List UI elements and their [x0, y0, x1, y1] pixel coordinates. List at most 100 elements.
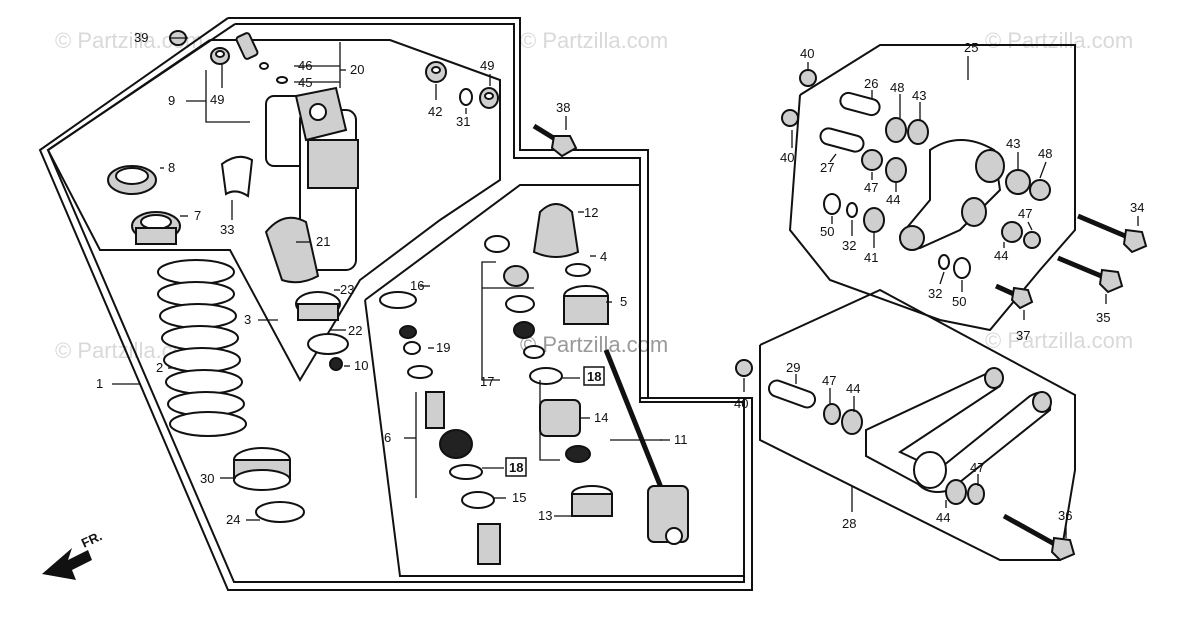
callout-34[interactable]: 34	[1130, 200, 1144, 215]
callout-5[interactable]: 5	[620, 294, 627, 309]
callout-15[interactable]: 15	[512, 490, 526, 505]
callout-41[interactable]: 41	[864, 250, 878, 265]
callout-38[interactable]: 38	[556, 100, 570, 115]
callout-26[interactable]: 26	[864, 76, 878, 91]
callout-49[interactable]: 49	[480, 58, 494, 73]
callout-32[interactable]: 32	[842, 238, 856, 253]
callout-50[interactable]: 50	[952, 294, 966, 309]
callout-18[interactable]: 18	[509, 460, 523, 475]
callout-40[interactable]: 40	[734, 396, 748, 411]
callout-40[interactable]: 40	[800, 46, 814, 61]
snap-ring-22-icon	[307, 333, 349, 355]
callout-2[interactable]: 2	[156, 360, 163, 375]
callout-33[interactable]: 33	[220, 222, 234, 237]
callout-44[interactable]: 44	[936, 510, 950, 525]
callout-47[interactable]: 47	[1018, 206, 1032, 221]
collar-15-icon	[461, 491, 495, 509]
callout-4[interactable]: 4	[600, 249, 607, 264]
callout-30[interactable]: 30	[200, 471, 214, 486]
boxed-callout-frame	[583, 366, 605, 386]
collar-27-icon	[819, 127, 865, 153]
callout-37[interactable]: 37	[1016, 328, 1030, 343]
callout-44[interactable]: 44	[846, 381, 860, 396]
callout-44[interactable]: 44	[886, 192, 900, 207]
direction-label: FR.	[79, 528, 104, 550]
connecting-rod-frame	[759, 288, 1076, 561]
callout-47[interactable]: 47	[970, 460, 984, 475]
callout-49[interactable]: 49	[210, 92, 224, 107]
callout-8[interactable]: 8	[168, 160, 175, 175]
callout-48[interactable]: 48	[1038, 146, 1052, 161]
callout-42[interactable]: 42	[428, 104, 442, 119]
callout-11[interactable]: 11	[674, 432, 688, 447]
callout-7[interactable]: 7	[194, 208, 201, 223]
washer-stack-17-icon	[484, 235, 545, 359]
callout-47[interactable]: 47	[822, 373, 836, 388]
damper-rod-11-icon	[603, 349, 689, 545]
damper-rod-subframe	[364, 184, 745, 577]
watermark: © Partzilla.com	[985, 28, 1133, 53]
adjuster-7-icon	[131, 211, 181, 245]
callout-9[interactable]: 9	[168, 93, 175, 108]
washer-19-icon	[399, 325, 433, 379]
bearing-icon	[823, 403, 985, 505]
callout-12[interactable]: 12	[584, 205, 598, 220]
callout-10[interactable]: 10	[354, 358, 368, 373]
callout-35[interactable]: 35	[1096, 310, 1110, 325]
collar-26-icon	[839, 91, 881, 117]
snap-ring-16-icon	[379, 291, 417, 309]
bearing-icon	[861, 117, 1051, 249]
callout-44[interactable]: 44	[994, 248, 1008, 263]
callout-32[interactable]: 32	[928, 286, 942, 301]
callout-43[interactable]: 43	[1006, 136, 1020, 151]
callout-1[interactable]: 1	[96, 376, 103, 391]
callout-19[interactable]: 19	[436, 340, 450, 355]
callout-6[interactable]: 6	[384, 430, 391, 445]
callout-13[interactable]: 13	[538, 508, 552, 523]
callout-43[interactable]: 43	[912, 88, 926, 103]
callout-48[interactable]: 48	[890, 80, 904, 95]
callout-28[interactable]: 28	[842, 516, 856, 531]
callout-23[interactable]: 23	[340, 282, 354, 297]
callout-47[interactable]: 47	[864, 180, 878, 195]
bump-rubber-12-icon	[532, 203, 580, 258]
callout-18[interactable]: 18	[587, 369, 601, 384]
cap-5-icon	[563, 285, 609, 325]
front-direction-arrow-icon	[42, 548, 92, 580]
callout-17[interactable]: 17	[480, 374, 494, 389]
callout-50[interactable]: 50	[820, 224, 834, 239]
nut-40-icon	[735, 69, 817, 377]
bolt-38-icon	[532, 123, 578, 158]
ring-18-icon	[529, 367, 563, 385]
clip-31-icon	[459, 88, 473, 106]
callout-31[interactable]: 31	[456, 114, 470, 129]
cap-23-icon	[295, 291, 341, 321]
callout-21[interactable]: 21	[316, 234, 330, 249]
washer-50-icon	[823, 193, 971, 279]
bolt-36-icon	[1002, 513, 1076, 562]
locknut-8-icon	[107, 165, 157, 195]
callout-29[interactable]: 29	[786, 360, 800, 375]
callout-24[interactable]: 24	[226, 512, 240, 527]
callout-45[interactable]: 45	[298, 75, 312, 90]
callout-39[interactable]: 39	[134, 30, 148, 45]
callout-46[interactable]: 46	[298, 58, 312, 73]
watermark: © Partzilla.com	[520, 28, 668, 53]
bolt-34-icon	[1077, 213, 1148, 254]
callout-22[interactable]: 22	[348, 323, 362, 338]
callout-16[interactable]: 16	[410, 278, 424, 293]
shock-body-subframe	[46, 39, 501, 383]
clip-4-icon	[565, 263, 591, 277]
label-33-icon	[220, 155, 254, 198]
nut-49-icon	[479, 87, 499, 109]
callout-40[interactable]: 40	[780, 150, 794, 165]
callout-36[interactable]: 36	[1058, 508, 1072, 523]
callout-25[interactable]: 25	[964, 40, 978, 55]
callout-27[interactable]: 27	[820, 160, 834, 175]
callout-14[interactable]: 14	[594, 410, 608, 425]
callout-3[interactable]: 3	[244, 312, 251, 327]
callout-20[interactable]: 20	[350, 62, 364, 77]
valve-stack-6-icon	[425, 391, 483, 480]
spring-2-icon	[157, 259, 247, 437]
